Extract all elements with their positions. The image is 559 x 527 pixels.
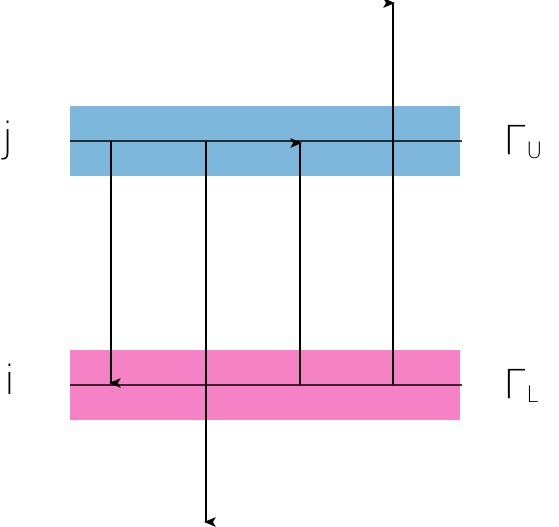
lower-level-label: i xyxy=(4,358,16,404)
lower-gamma-subscript: L xyxy=(526,383,539,408)
upper-level-label: j xyxy=(2,115,14,161)
lower-gamma-symbol: Γ xyxy=(503,362,526,408)
upper-gamma-symbol: Γ xyxy=(503,118,526,164)
upper-gamma-label: ΓU xyxy=(503,121,542,172)
lower-gamma-label: ΓL xyxy=(503,365,539,416)
upper-gamma-subscript: U xyxy=(526,139,543,164)
